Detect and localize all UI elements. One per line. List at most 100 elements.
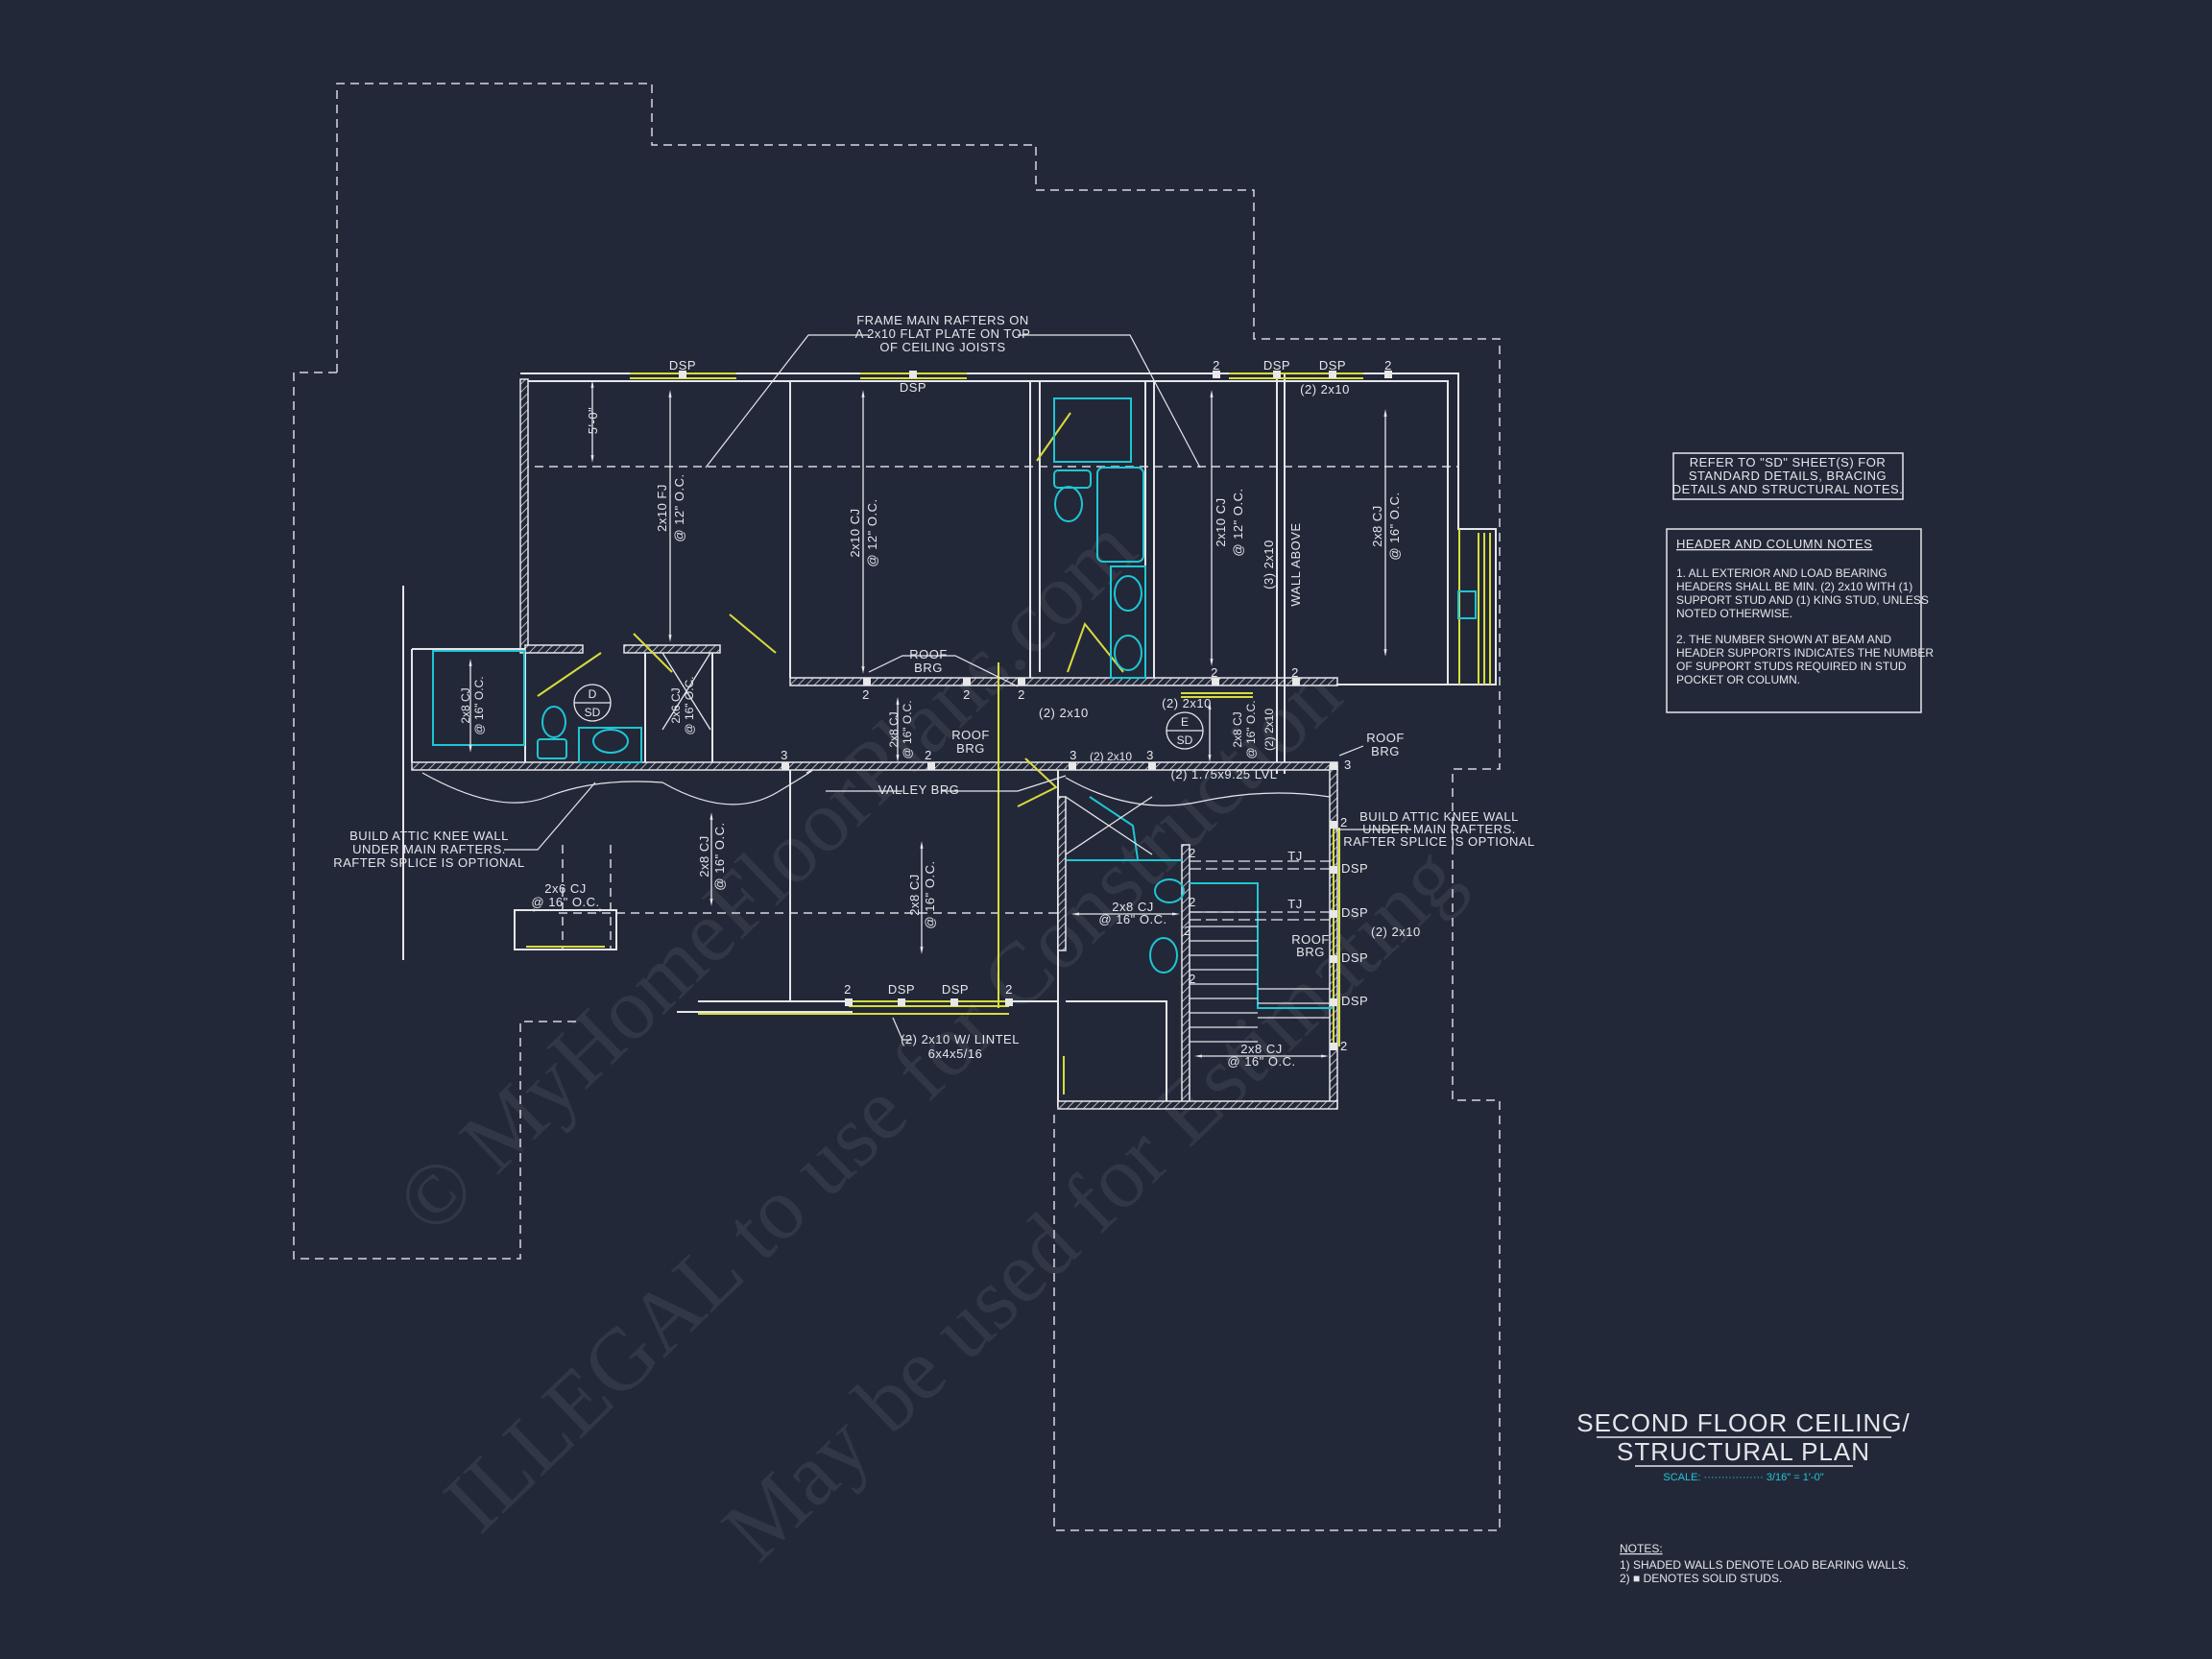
- sink-icon: [592, 729, 629, 754]
- svg-text:ROOF: ROOF: [951, 728, 990, 742]
- svg-text:1) SHADED WALLS DENOTE LOAD BE: 1) SHADED WALLS DENOTE LOAD BEARING WALL…: [1620, 1558, 1909, 1572]
- svg-text:BRG: BRG: [914, 661, 943, 675]
- plan-labels: FRAME MAIN RAFTERS ON A 2x10 FLAT PLATE …: [333, 313, 1535, 1069]
- svg-text:SD: SD: [1177, 733, 1193, 747]
- svg-text:SD: SD: [585, 706, 601, 719]
- svg-text:REFER TO "SD" SHEET(S) FOR: REFER TO "SD" SHEET(S) FOR: [1690, 455, 1887, 469]
- svg-text:UNDER MAIN RAFTERS.: UNDER MAIN RAFTERS.: [352, 842, 506, 856]
- svg-text:@ 16" O.C.: @ 16" O.C.: [472, 676, 486, 734]
- svg-text:2x10 FJ: 2x10 FJ: [655, 484, 669, 532]
- svg-text:(2) 2x10: (2) 2x10: [1300, 382, 1350, 397]
- svg-text:@ 12" O.C.: @ 12" O.C.: [672, 473, 686, 541]
- svg-text:(2) 2x10: (2) 2x10: [1039, 706, 1089, 720]
- toilet-icon: [1054, 486, 1083, 522]
- fixtures: [432, 397, 1477, 1009]
- sink-icon: [1114, 635, 1142, 671]
- svg-text:3: 3: [1070, 748, 1077, 762]
- svg-text:STANDARD DETAILS, BRACING: STANDARD DETAILS, BRACING: [1689, 469, 1887, 483]
- svg-text:DSP: DSP: [1319, 358, 1346, 373]
- svg-text:2: 2: [1189, 895, 1196, 909]
- svg-text:NOTES:: NOTES:: [1620, 1542, 1663, 1555]
- fireplace-icon: [1457, 590, 1477, 619]
- svg-text:ROOF: ROOF: [909, 647, 948, 661]
- svg-text:HEADER AND COLUMN NOTES: HEADER AND COLUMN NOTES: [1676, 537, 1872, 551]
- svg-text:2x6 CJ: 2x6 CJ: [544, 881, 586, 896]
- svg-text:5'-0": 5'-0": [586, 407, 600, 434]
- svg-text:2: 2: [862, 687, 870, 702]
- svg-text:E: E: [1181, 715, 1189, 729]
- svg-text:TJ: TJ: [1287, 849, 1302, 863]
- svg-text:2x8 CJ: 2x8 CJ: [459, 687, 472, 723]
- svg-text:ROOF: ROOF: [1366, 731, 1405, 745]
- svg-text:(2) 2x10 W/ LINTEL: (2) 2x10 W/ LINTEL: [901, 1032, 1020, 1046]
- svg-text:(3) 2x10: (3) 2x10: [1262, 540, 1276, 589]
- svg-text:SUPPORT STUD AND (1) KING STUD: SUPPORT STUD AND (1) KING STUD, UNLESS: [1676, 593, 1929, 607]
- svg-text:2: 2: [1189, 846, 1196, 860]
- svg-text:DSP: DSP: [1341, 950, 1368, 965]
- stairs: [1190, 860, 1330, 1043]
- svg-text:2x8 CJ: 2x8 CJ: [1112, 900, 1153, 914]
- svg-text:3: 3: [781, 748, 788, 762]
- svg-text:2x10 CJ: 2x10 CJ: [1214, 497, 1228, 546]
- plan-subtitle: STRUCTURAL PLAN: [1617, 1437, 1870, 1466]
- svg-text:UNDER MAIN RAFTERS.: UNDER MAIN RAFTERS.: [1362, 822, 1516, 836]
- svg-text:2x6 CJ: 2x6 CJ: [669, 687, 683, 723]
- roof-outline-left: [293, 372, 576, 1260]
- svg-text:@ 16" O.C.: @ 16" O.C.: [923, 860, 937, 928]
- svg-text:2x10 CJ: 2x10 CJ: [848, 508, 862, 557]
- svg-text:1. ALL EXTERIOR AND LOAD BEARI: 1. ALL EXTERIOR AND LOAD BEARING: [1676, 566, 1887, 580]
- svg-text:@ 16" O.C.: @ 16" O.C.: [1244, 700, 1258, 758]
- svg-text:2: 2: [844, 982, 852, 997]
- svg-text:BRG: BRG: [956, 741, 985, 756]
- svg-text:(2) 2x10: (2) 2x10: [1371, 925, 1421, 939]
- svg-text:TJ: TJ: [1287, 897, 1302, 911]
- smoke-detector-d: D SD: [573, 684, 612, 722]
- svg-text:2x8 CJ: 2x8 CJ: [1231, 711, 1244, 747]
- plan-title: SECOND FLOOR CEILING/: [1576, 1408, 1911, 1437]
- svg-text:(2) 2x10: (2) 2x10: [1162, 696, 1212, 710]
- svg-text:OF CEILING JOISTS: OF CEILING JOISTS: [879, 340, 1005, 354]
- hidden-lines: [559, 845, 1058, 950]
- smoke-detector-e: E SD: [1166, 711, 1204, 750]
- svg-text:NOTED OTHERWISE.: NOTED OTHERWISE.: [1676, 607, 1792, 620]
- svg-text:DSP: DSP: [1341, 861, 1368, 876]
- scale-label: SCALE: ················· 3/16" = 1'-0": [1663, 1472, 1823, 1483]
- svg-text:2x8 CJ: 2x8 CJ: [1370, 505, 1384, 546]
- svg-text:2: 2: [963, 687, 971, 702]
- svg-text:DSP: DSP: [888, 982, 915, 997]
- svg-text:2: 2: [1211, 665, 1218, 680]
- svg-text:@ 16" O.C.: @ 16" O.C.: [531, 895, 599, 909]
- svg-text:@ 16" O.C.: @ 16" O.C.: [901, 700, 914, 758]
- svg-text:DSP: DSP: [1341, 994, 1368, 1008]
- svg-text:RAFTER SPLICE IS OPTIONAL: RAFTER SPLICE IS OPTIONAL: [333, 855, 525, 870]
- roof-outline: [336, 83, 1501, 1531]
- svg-text:2: 2: [1005, 982, 1013, 997]
- svg-text:2: 2: [1291, 665, 1299, 680]
- svg-text:@ 16" O.C.: @ 16" O.C.: [1227, 1054, 1295, 1069]
- svg-text:(2) 2x10: (2) 2x10: [1262, 709, 1276, 751]
- svg-text:ROOF: ROOF: [1291, 932, 1330, 947]
- svg-text:3: 3: [1344, 757, 1352, 772]
- svg-text:DSP: DSP: [900, 380, 926, 395]
- svg-text:(2) 2x10: (2) 2x10: [1090, 750, 1132, 763]
- svg-text:@ 16" O.C.: @ 16" O.C.: [712, 822, 727, 890]
- svg-text:2x8 CJ: 2x8 CJ: [907, 874, 922, 915]
- svg-text:2: 2: [925, 748, 932, 762]
- svg-text:2: 2: [1018, 687, 1025, 702]
- toilet-icon: [541, 706, 566, 738]
- svg-text:2x8 CJ: 2x8 CJ: [1240, 1042, 1282, 1056]
- svg-text:RAFTER SPLICE IS OPTIONAL: RAFTER SPLICE IS OPTIONAL: [1343, 834, 1535, 849]
- svg-text:6x4x5/16: 6x4x5/16: [928, 1046, 983, 1061]
- svg-text:BRG: BRG: [1296, 945, 1325, 959]
- svg-text:@ 16" O.C.: @ 16" O.C.: [1387, 492, 1402, 560]
- svg-text:DSP: DSP: [669, 358, 696, 373]
- svg-text:2x8 CJ: 2x8 CJ: [697, 835, 711, 877]
- sink-icon: [1149, 937, 1178, 974]
- solid-studs: [679, 371, 1392, 1050]
- svg-text:2: 2: [1213, 358, 1220, 373]
- svg-text:D: D: [589, 687, 597, 701]
- refer-note-box: REFER TO "SD" SHEET(S) FOR STANDARD DETA…: [1672, 452, 1904, 500]
- svg-text:HEADER SUPPORTS INDICATES THE: HEADER SUPPORTS INDICATES THE NUMBER: [1676, 646, 1934, 660]
- svg-text:DSP: DSP: [942, 982, 969, 997]
